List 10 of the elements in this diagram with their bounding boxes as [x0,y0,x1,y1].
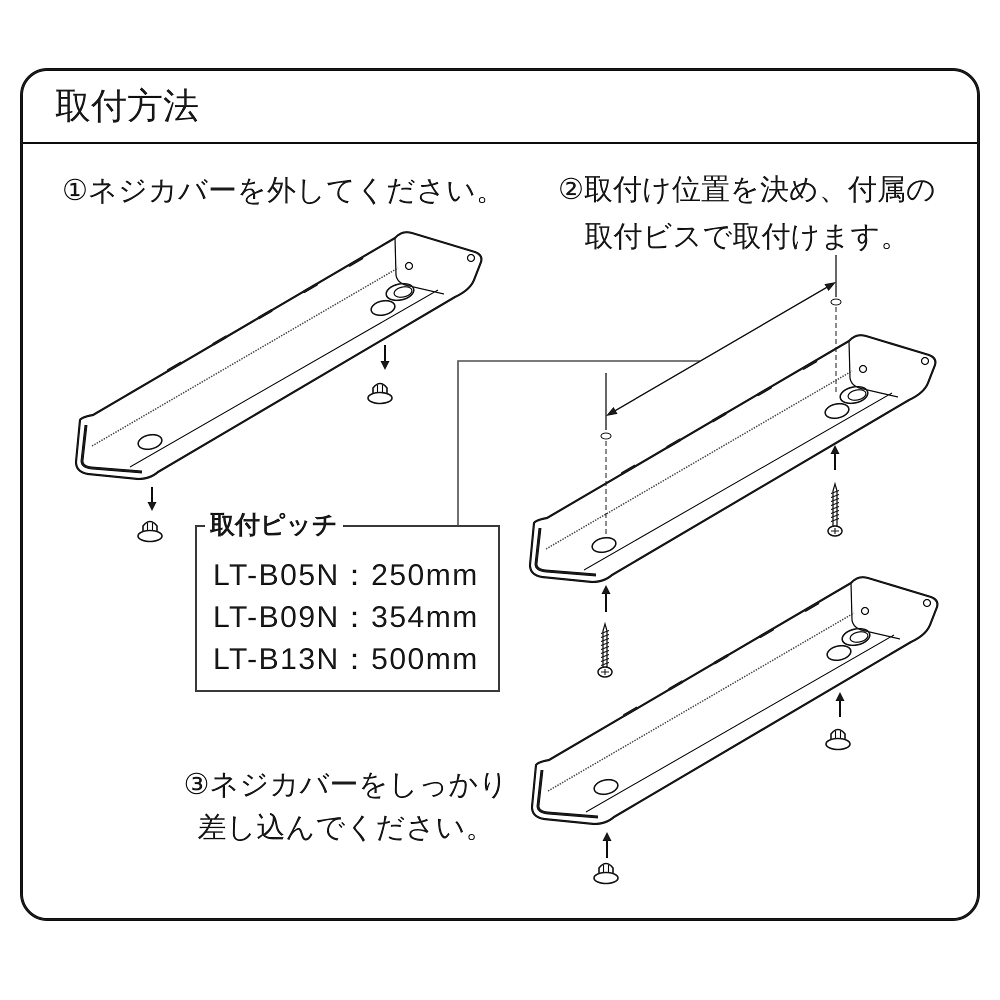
step-text: ③ネジカバーをしっかり差し込んでください。 [182,766,510,846]
spec-text: LT-B05N：250mm [213,558,479,594]
step-text: ①ネジカバーを外してください。 [62,175,505,205]
box-heading: 取付ピッチ [205,511,343,539]
spec-text: LT-B13N：500mm [213,642,479,678]
title: 取付方法 [55,89,199,125]
spec-text: LT-B09N：354mm [213,600,479,636]
dimension-line [606,282,836,416]
leader-line [457,360,700,525]
step-text: ②取付け位置を決め、付属の取付ビスで取付けます。 [557,171,937,255]
